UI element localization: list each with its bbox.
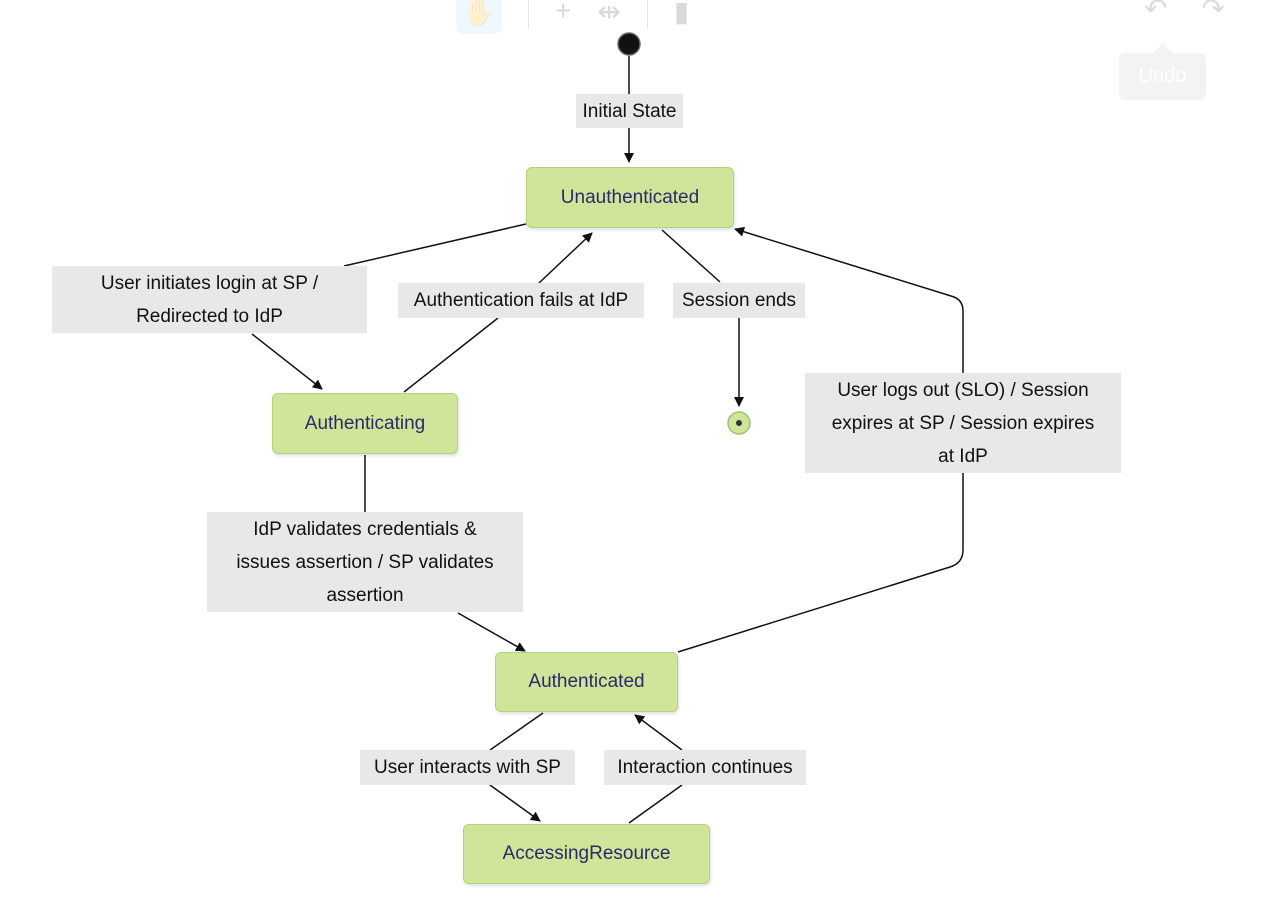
undo-tooltip: Undo bbox=[1119, 43, 1206, 100]
edge-login-arrow bbox=[251, 333, 323, 390]
undo-icon[interactable]: ↶ bbox=[1144, 0, 1168, 24]
plus-icon[interactable]: + bbox=[555, 0, 572, 26]
undo-redo-group: ↶ ↷ bbox=[1144, 0, 1225, 25]
state-accessing-resource-label: AccessingResource bbox=[502, 843, 671, 864]
paint-roller-icon[interactable]: ▮ bbox=[673, 0, 690, 27]
transition-label-continues: Interaction continues bbox=[604, 750, 806, 785]
transition-label-logout: User logs out (SLO) / Session expires at… bbox=[805, 373, 1121, 473]
edge-interacts bbox=[489, 712, 544, 751]
toolbar-divider bbox=[646, 0, 648, 29]
state-authenticated-label: Authenticated bbox=[528, 671, 645, 692]
transition-label-login: User initiates login at SP / Redirected … bbox=[52, 266, 367, 333]
transition-label-initial: Initial State bbox=[576, 94, 683, 128]
edge-login bbox=[343, 223, 527, 267]
state-accessing-resource[interactable]: AccessingResource bbox=[463, 824, 710, 884]
edge-auth-fails bbox=[403, 317, 499, 393]
edge-validates-arrow bbox=[457, 612, 526, 652]
edge-session-ends bbox=[661, 229, 721, 283]
transition-label-interacts: User interacts with SP bbox=[360, 750, 575, 785]
edge-continues bbox=[628, 784, 683, 824]
edge-logout-arrow bbox=[734, 226, 964, 373]
transition-label-session-ends: Session ends bbox=[673, 283, 805, 318]
state-unauthenticated[interactable]: Unauthenticated bbox=[526, 167, 734, 228]
redo-icon[interactable]: ↷ bbox=[1201, 0, 1225, 24]
edge-auth-fails-arrow bbox=[538, 232, 593, 284]
state-authenticated[interactable]: Authenticated bbox=[495, 652, 678, 712]
edge-interacts-arrow bbox=[489, 784, 541, 822]
hand-icon[interactable]: ✋ bbox=[456, 0, 502, 34]
state-authenticating-label: Authenticating bbox=[304, 412, 426, 434]
edge-continues-arrow bbox=[634, 714, 683, 751]
move-icon[interactable]: ⇹ bbox=[597, 0, 621, 27]
transition-label-validates: IdP validates credentials & issues asser… bbox=[207, 512, 523, 612]
state-authenticating[interactable]: Authenticating bbox=[272, 393, 458, 454]
edge-logout bbox=[677, 473, 964, 653]
toolbar-divider bbox=[528, 0, 529, 29]
diagram-toolbar: ✋ + ⇹ ▮ bbox=[446, 0, 746, 36]
transition-label-auth-fails: Authentication fails at IdP bbox=[398, 283, 644, 318]
state-unauthenticated-label: Unauthenticated bbox=[560, 186, 700, 208]
initial-state-node bbox=[617, 32, 641, 56]
